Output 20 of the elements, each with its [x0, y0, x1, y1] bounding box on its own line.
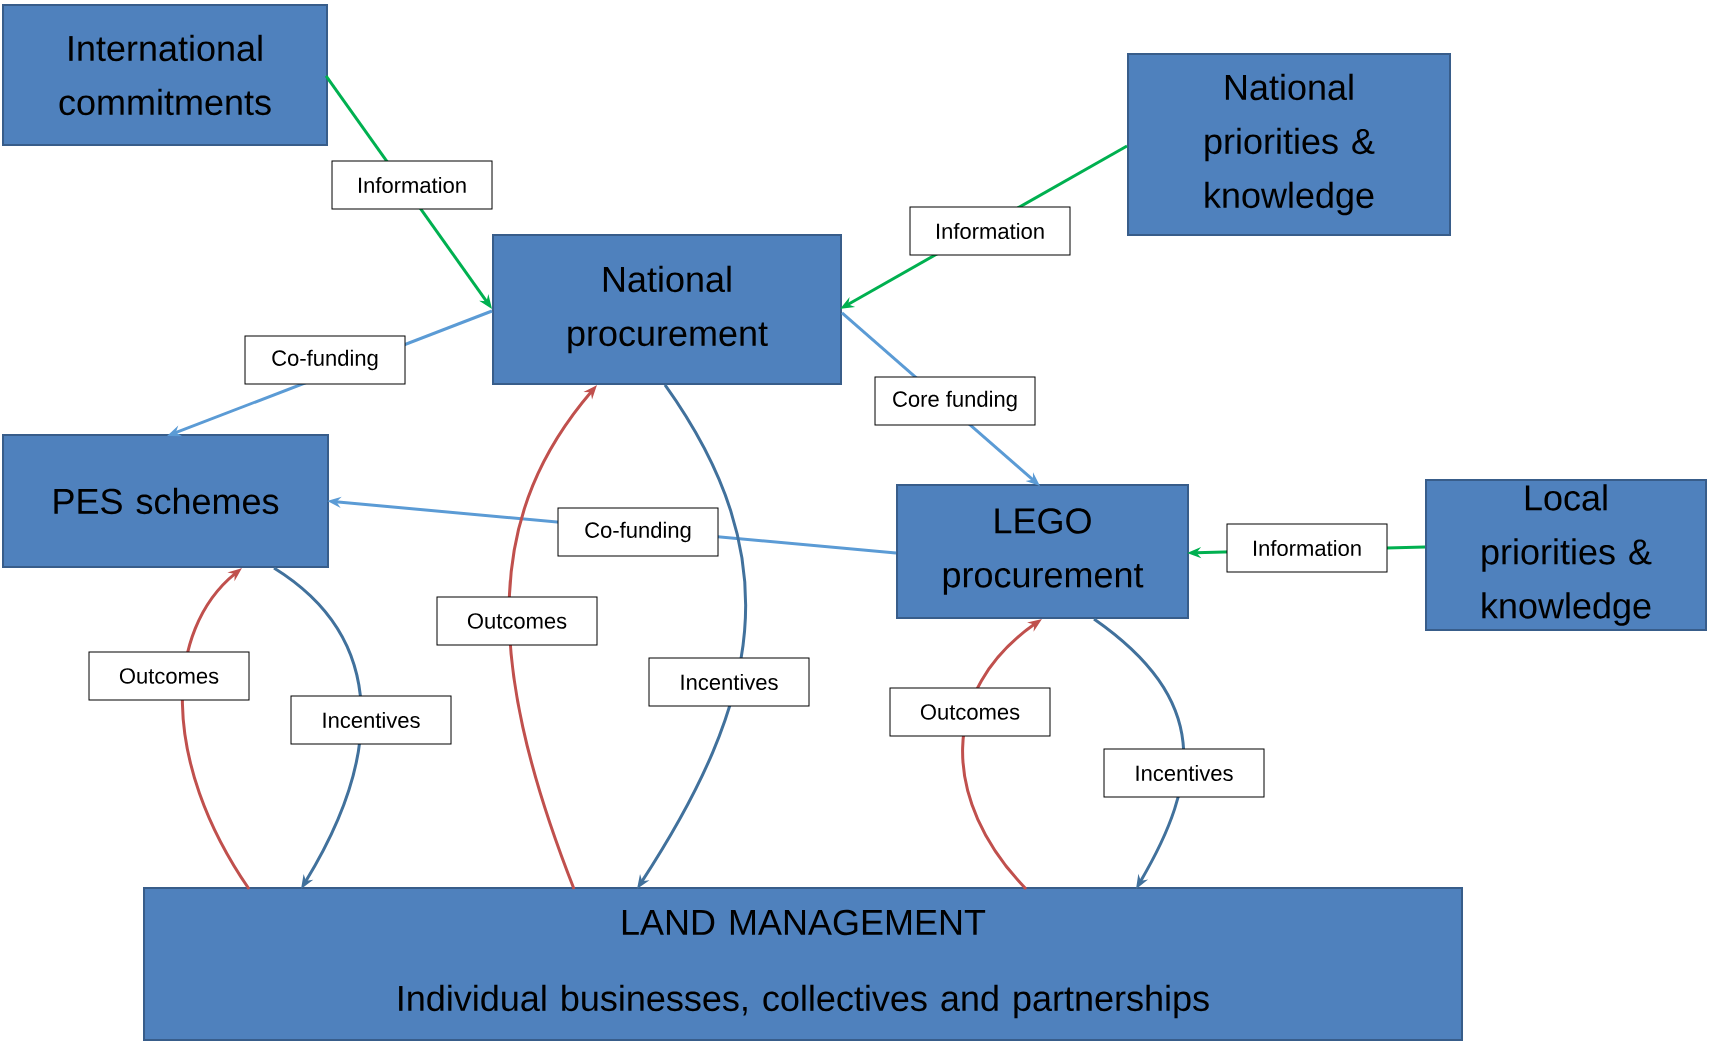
process-box: Local priorities & knowledge — [1425, 479, 1707, 631]
process-box: National procurement — [492, 234, 842, 385]
edge-label: Co-funding — [244, 335, 406, 385]
edge-label: Incentives — [1103, 748, 1265, 798]
arrow — [180, 568, 251, 890]
edge-label: Outcomes — [436, 596, 598, 646]
process-box: LAND MANAGEMENT Individual businesses, collectives and partnerships — [143, 887, 1463, 1041]
edge-label: Information — [909, 206, 1071, 256]
edge-label: Co-funding — [557, 507, 719, 557]
edge-label: Incentives — [648, 657, 810, 707]
process-box: LEGO procurement — [896, 484, 1189, 619]
edge-label: Information — [331, 160, 493, 210]
edge-label: Outcomes — [889, 687, 1051, 737]
process-box: National priorities & knowledge — [1127, 53, 1451, 236]
process-box: International commitments — [2, 4, 328, 146]
edge-label: Incentives — [290, 695, 452, 745]
edge-label: Core funding — [874, 376, 1036, 426]
process-box: PES schemes — [2, 434, 329, 568]
edge-label: Information — [1226, 523, 1388, 573]
edge-label: Outcomes — [88, 651, 250, 701]
